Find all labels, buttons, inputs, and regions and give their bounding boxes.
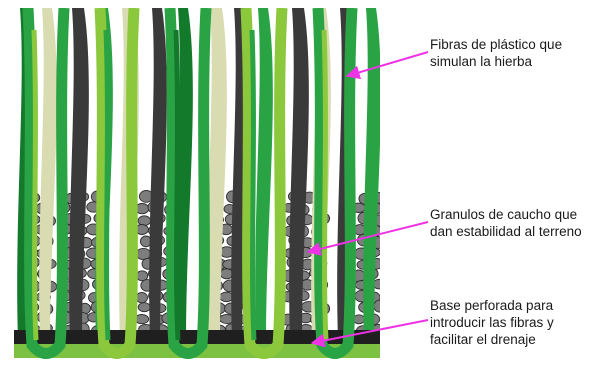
plastic-fiber-highlight <box>34 30 36 340</box>
rubber-granule <box>374 300 385 312</box>
plastic-fiber-highlight <box>324 30 326 340</box>
fibers-label: Fibras de plástico que simulan la hierba <box>430 36 602 70</box>
granules-label: Granulos de caucho que dan estabilidad a… <box>430 206 602 240</box>
base-label: Base perforada para introducir las fibra… <box>430 297 602 348</box>
plastic-fiber-highlight <box>176 30 178 340</box>
plastic-fiber-highlight <box>252 30 254 340</box>
rubber-granule <box>136 292 147 302</box>
plastic-fiber-highlight <box>106 30 108 340</box>
rubber-granule <box>353 315 364 324</box>
rubber-granule <box>138 303 150 312</box>
rubber-granule <box>138 216 150 226</box>
